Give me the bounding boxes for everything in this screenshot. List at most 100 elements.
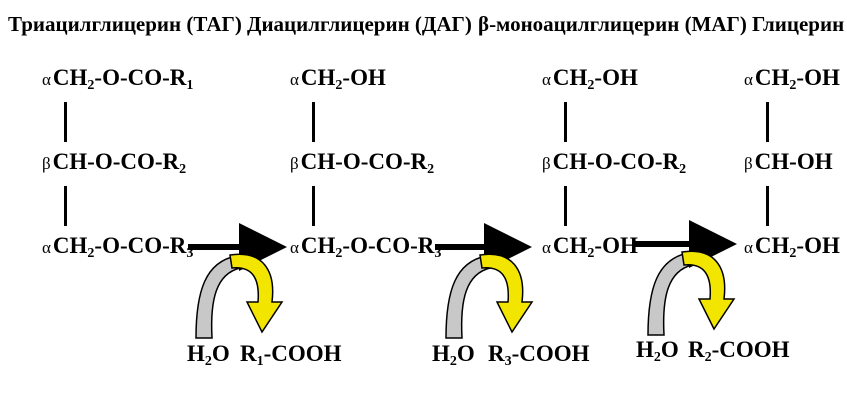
title-glycerol: Глицерин [752,12,845,36]
ch2-text: CH [52,233,88,258]
ester-text: CH-O-CO-R [552,149,680,174]
ester-text: -O-CO-R [342,233,435,258]
h-text: H [187,341,205,366]
mag-beta-group: βCH-O-CO-R2 [542,149,686,177]
r-text: R [688,337,705,362]
alpha-label: α [290,238,299,257]
ch2-text: CH [552,233,588,258]
beta-label: β [42,154,51,173]
mag-alpha1-group: αCH2-OH [542,65,638,93]
hydrolysis-curved-arrows-3 [647,250,736,336]
r-index: 2 [427,162,435,177]
alpha-label: α [744,70,753,89]
bond-line [312,102,315,142]
alpha-label: α [744,238,753,257]
r-index: 1 [186,78,194,93]
r-index: 2 [179,162,187,177]
alpha-label: α [42,238,51,257]
hydroxyl-text: -OH [594,233,638,258]
glycerol-alpha1-group: αCH2-OH [744,65,840,93]
h-text: H [636,337,654,362]
bond-line [766,102,769,142]
subscript: 2 [789,246,797,261]
ch2-text: CH [754,233,790,258]
fatty-acid-label-3: R2-COOH [688,337,790,365]
glycerol-alpha3-group: αCH2-OH [744,233,840,261]
ch2-text: CH [552,65,588,90]
tag-alpha3-group: αCH2-O-CO-R3 [42,233,193,261]
r-index: 2 [679,162,687,177]
glycerol-beta-group: βCH-OH [744,150,833,173]
ester-text: -O-CO-R [94,65,187,90]
o-text: O [456,341,475,366]
r-index: 3 [504,354,512,369]
water-label-1: H2O [187,341,230,369]
hydrolysis-curved-arrows-1 [195,253,284,339]
mag-alpha3-group: αCH2-OH [542,233,638,261]
title-triacylglycerol: Триацилглицерин (ТАГ) [8,12,242,36]
fatty-acid-label-1: R1-COOH [240,341,342,369]
water-label-3: H2O [636,337,679,365]
r-index: 1 [256,354,264,369]
bond-line [64,102,67,142]
hydroxyl-text: CH-OH [754,149,833,174]
r-index: 2 [704,350,712,365]
ester-text: CH-O-CO-R [52,149,180,174]
ester-text: -O-CO-R [94,233,187,258]
beta-label: β [290,154,299,173]
fatty-acid-label-2: R3-COOH [488,341,590,369]
r-text: R [488,341,505,366]
cooh-text: -COOH [711,337,790,362]
r-text: R [240,341,257,366]
alpha-label: α [542,238,551,257]
subscript: 2 [449,354,457,369]
beta-label: β [744,154,753,173]
ch2-text: CH [52,65,88,90]
r-index: 3 [434,246,442,261]
acid-curved-arrow [229,253,284,334]
subscript: 2 [335,78,343,93]
bond-line [766,186,769,226]
subscript: 2 [587,78,595,93]
ch2-text: CH [754,65,790,90]
water-label-2: H2O [432,341,475,369]
cooh-text: -COOH [511,341,590,366]
bond-line [312,186,315,226]
dag-alpha3-group: αCH2-O-CO-R3 [290,233,441,261]
hydroxyl-text: -OH [796,65,840,90]
hydroxyl-text: -OH [594,65,638,90]
hydrolysis-curved-arrows-2 [445,253,534,339]
ch2-text: CH [300,65,336,90]
alpha-label: α [542,70,551,89]
cooh-text: -COOH [263,341,342,366]
subscript: 2 [335,246,343,261]
hydroxyl-text: -OH [796,233,840,258]
title-monoacylglycerol: β-моноацилглицерин (МАГ) [478,12,747,36]
ester-text: CH-O-CO-R [300,149,428,174]
alpha-label: α [42,70,51,89]
ch2-text: CH [300,233,336,258]
tag-alpha1-group: αCH2-O-CO-R1 [42,65,193,93]
alpha-label: α [290,70,299,89]
subscript: 2 [204,354,212,369]
bond-line [64,186,67,226]
bond-line [564,186,567,226]
beta-label: β [542,154,551,173]
subscript: 2 [87,246,95,261]
subscript: 2 [587,246,595,261]
acid-curved-arrow [681,250,736,331]
subscript: 2 [789,78,797,93]
dag-beta-group: βCH-O-CO-R2 [290,149,434,177]
subscript: 2 [653,350,661,365]
tag-beta-group: βCH-O-CO-R2 [42,149,186,177]
acid-curved-arrow [479,253,534,334]
title-diacylglycerol: Диацилглицерин (ДАГ) [247,12,472,36]
r-index: 3 [186,246,194,261]
hydroxyl-text: -OH [342,65,386,90]
bond-line [564,102,567,142]
h-text: H [432,341,450,366]
o-text: O [660,337,679,362]
subscript: 2 [87,78,95,93]
o-text: O [211,341,230,366]
